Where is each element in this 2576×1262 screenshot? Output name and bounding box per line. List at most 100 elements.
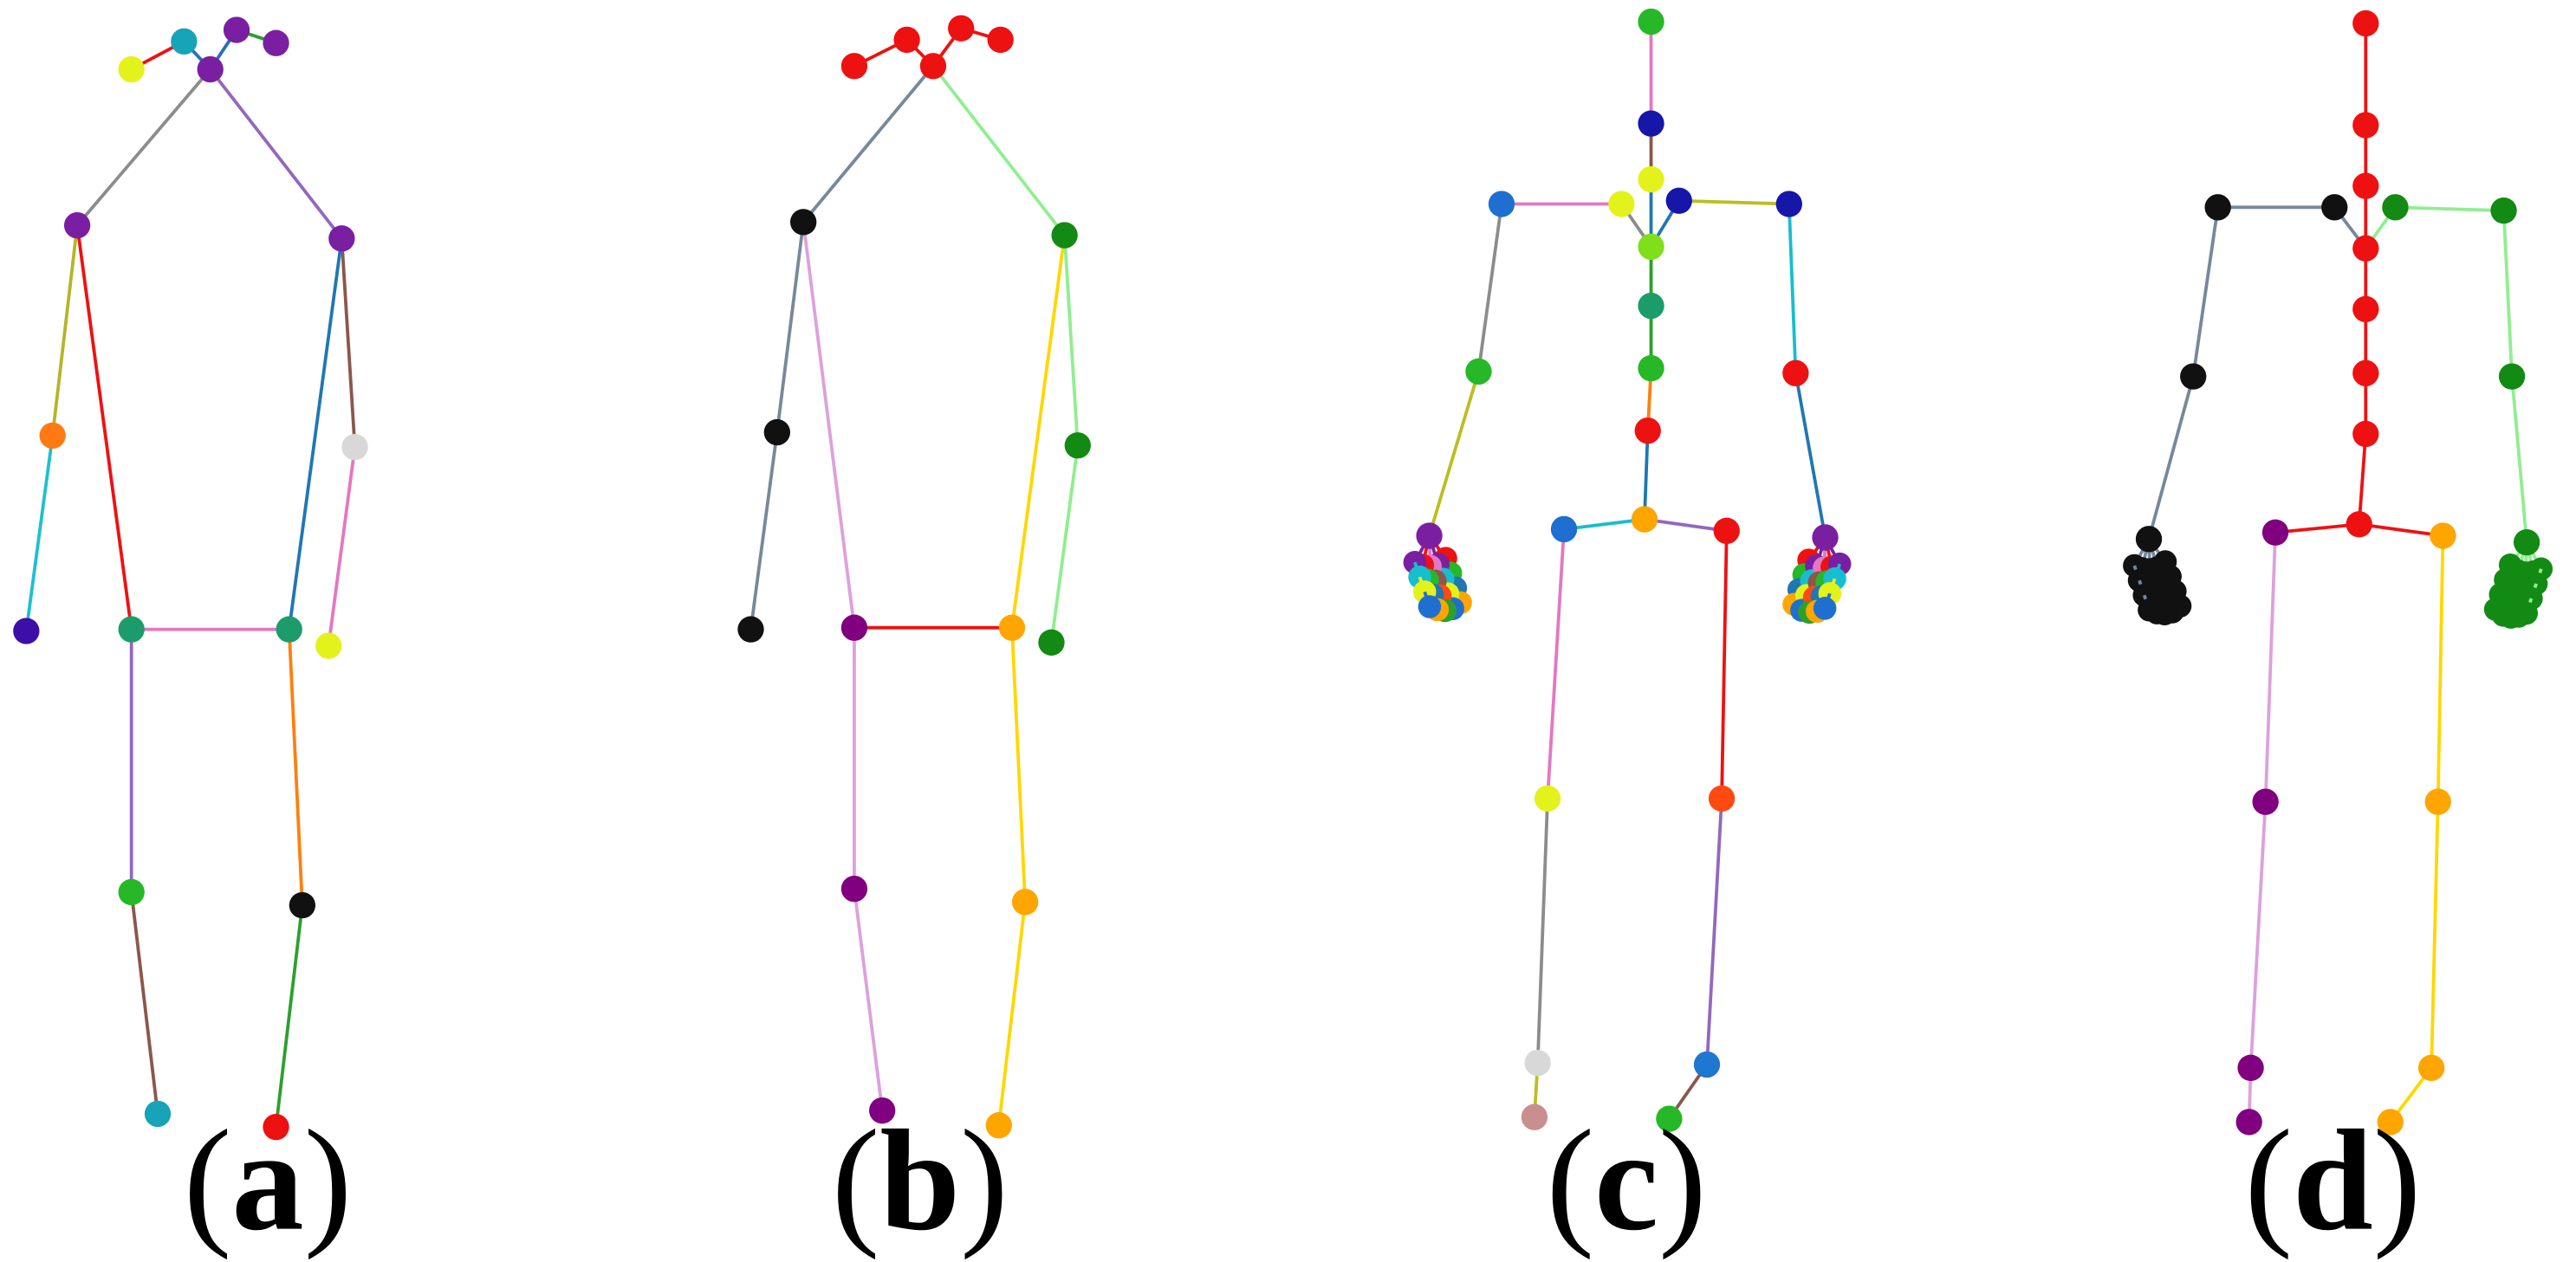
joint-dot (2382, 194, 2409, 221)
joint-dot (1550, 515, 1578, 543)
bone-line (2274, 522, 2359, 534)
joint-dot (2417, 1054, 2445, 1082)
panel-a (13, 16, 368, 1141)
bones (24, 28, 357, 1128)
joint-dot (2352, 235, 2379, 262)
joint-dot (289, 891, 316, 919)
joint-dot (1064, 432, 1091, 459)
bone-line (1010, 627, 1028, 903)
bone-line (853, 888, 885, 1111)
joint-dot (197, 55, 224, 83)
bone-line (287, 629, 304, 906)
joint-dot (223, 16, 250, 43)
joint-dot (919, 53, 947, 80)
joint-dot (1521, 1103, 1548, 1130)
joint-dot (1708, 785, 1736, 812)
joints (1416, 8, 1839, 1132)
caption-open-paren: ( (1546, 1101, 1594, 1261)
joint-dot (2261, 519, 2289, 546)
joint-dot (1638, 110, 1664, 137)
joint-dot (789, 209, 817, 236)
caption-close-paren: ) (960, 1101, 1009, 1261)
caption-close-paren: ) (1658, 1101, 1707, 1261)
joint-dot (2498, 363, 2526, 390)
bone-line (801, 65, 935, 223)
joint-dot (1638, 292, 1664, 320)
bone-line (1427, 371, 1481, 537)
joint-dot (2352, 295, 2379, 323)
joint-dot (1534, 785, 1561, 812)
joint-dot (144, 1100, 172, 1128)
joint-dot (2346, 511, 2372, 538)
caption-letter: b (879, 1101, 960, 1261)
bone-line (2147, 376, 2196, 540)
joint-dot (2204, 194, 2231, 221)
bone-line (1049, 444, 1080, 644)
joint-dot (118, 55, 145, 83)
bone-line (129, 891, 159, 1115)
bone-line (340, 238, 357, 448)
joint-dot (1782, 359, 1809, 386)
joint-dot (263, 1113, 289, 1141)
joint-dot (315, 632, 342, 659)
bone-line (2430, 801, 2440, 1068)
joint-dot (1051, 222, 1078, 249)
bone-line (1643, 430, 1650, 520)
joint-dot (840, 614, 868, 641)
bone-line (1705, 798, 1723, 1065)
bones (2147, 23, 2529, 1123)
joint-dot (763, 418, 790, 446)
hand-keypoints (1782, 536, 1852, 625)
bone-line (50, 224, 79, 437)
bone-line (2263, 532, 2277, 802)
bone-line (1644, 517, 1728, 533)
hand-joint-dot (1418, 595, 1442, 618)
joint-dot (2235, 1109, 2262, 1136)
joints (13, 16, 368, 1141)
joint-dot (1656, 1105, 1683, 1132)
joints (737, 15, 1091, 1139)
joint-dot (1634, 417, 1661, 444)
joint-dot (2430, 522, 2456, 549)
bone-line (1535, 798, 1549, 1064)
joint-dot (1775, 191, 1802, 217)
joint-dot (840, 876, 868, 903)
joint-dot (1638, 233, 1664, 260)
joint-dot (263, 29, 289, 56)
joint-dot (1038, 629, 1065, 656)
joint-dot (2135, 526, 2163, 553)
bone-line (801, 222, 856, 628)
hand-joint-dot (1813, 597, 1837, 620)
bone-line (75, 68, 212, 227)
caption-letter: a (231, 1101, 303, 1261)
hand-keypoints (2123, 538, 2192, 626)
bone-line (2248, 801, 2268, 1068)
joint-dot (341, 433, 368, 461)
joint-dot (737, 616, 764, 643)
bone-line (775, 222, 806, 433)
joint-dot (1638, 8, 1664, 36)
caption-open-paren: ( (832, 1101, 880, 1261)
hand-joint-dot (2514, 601, 2539, 625)
bone-line (2395, 205, 2504, 213)
bone-line (274, 904, 304, 1128)
joint-dot (1812, 524, 1839, 551)
joint-dot (2252, 788, 2279, 815)
bone-line (931, 65, 1067, 236)
bone-line (996, 902, 1028, 1126)
bone-line (1720, 530, 1729, 799)
caption-close-paren: ) (2373, 1101, 2422, 1261)
panel-c-caption: (c) (1546, 1101, 1706, 1261)
joint-dot (1638, 354, 1664, 382)
joint-dot (2237, 1054, 2264, 1082)
caption-open-paren: ( (2244, 1101, 2293, 1261)
joint-dot (985, 1112, 1012, 1139)
bone-line (1010, 235, 1067, 628)
bone-line (2501, 210, 2514, 377)
joint-dot (39, 422, 66, 450)
joint-dot (1524, 1049, 1551, 1077)
hand-keypoints (1403, 534, 1472, 623)
joint-dot (1416, 522, 1443, 549)
joint-dot (2180, 363, 2207, 390)
